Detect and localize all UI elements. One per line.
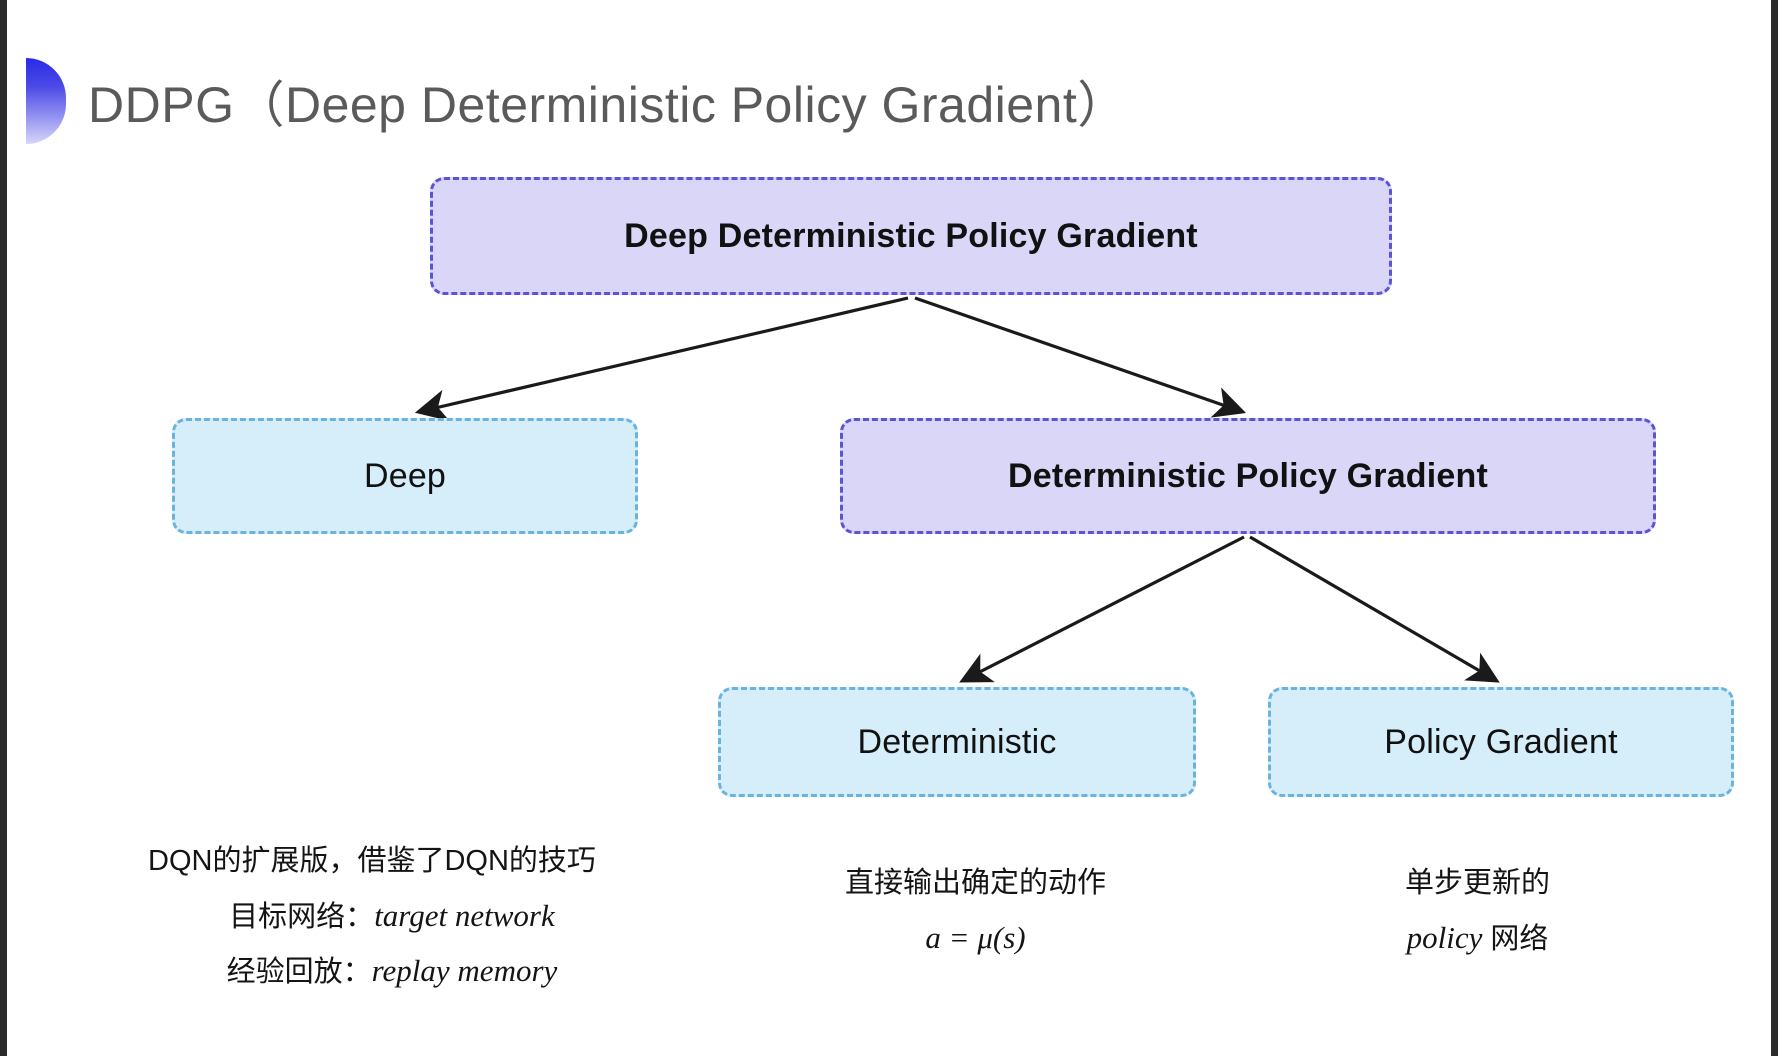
edge-root-to-dpg xyxy=(914,296,1247,418)
page-title: DDPG（Deep Deterministic Policy Gradient） xyxy=(88,77,1128,133)
node-deep-deterministic-policy-gradient[interactable]: Deep Deterministic Policy Gradient xyxy=(430,177,1392,295)
annotation-deep-line-3-term: replay memory xyxy=(371,953,558,989)
edge-dpg-to-policy-gradient xyxy=(1249,535,1500,683)
annotation-policy-gradient-line-2: policy 网络 xyxy=(1405,910,1550,966)
annotation-deep-line-2-label: 目标网络： xyxy=(229,900,375,933)
edge-dpg-to-deterministic xyxy=(959,535,1245,683)
annotation-policy-gradient-line-1: 单步更新的 xyxy=(1405,867,1551,899)
edge-root-to-deep xyxy=(414,296,909,422)
node-policy-gradient[interactable]: Policy Gradient xyxy=(1268,687,1734,797)
half-circle-gradient-icon xyxy=(26,58,66,144)
annotation-deep-line-1: DQN的扩展版，借鉴了DQN的技巧 xyxy=(148,845,596,877)
annotation-policy-gradient-term: policy xyxy=(1406,919,1483,955)
node-deep[interactable]: Deep xyxy=(172,418,638,534)
annotation-deep-line-3-label: 经验回放： xyxy=(226,956,372,989)
slide-frame-right-edge xyxy=(1771,0,1778,1056)
annotation-deterministic: 直接输出确定的动作 a = μ(s) xyxy=(845,858,1106,965)
slide-frame-left-edge xyxy=(0,0,7,1056)
annotation-deep-line-2: 目标网络：target network xyxy=(148,888,596,944)
slide-title-row: DDPG（Deep Deterministic Policy Gradient） xyxy=(0,58,1128,144)
annotation-deep-line-2-term: target network xyxy=(374,897,555,933)
annotation-deep-line-3: 经验回放：replay memory xyxy=(148,943,596,999)
annotation-policy-gradient-suffix: 网络 xyxy=(1482,922,1549,955)
annotation-deterministic-line-1: 直接输出确定的动作 xyxy=(845,867,1107,899)
annotation-policy-gradient: 单步更新的 policy 网络 xyxy=(1405,858,1550,965)
annotation-deterministic-formula: a = μ(s) xyxy=(925,919,1026,955)
annotation-deep: DQN的扩展版，借鉴了DQN的技巧 目标网络：target network 经验… xyxy=(148,836,596,999)
node-deterministic-policy-gradient[interactable]: Deterministic Policy Gradient xyxy=(840,418,1656,534)
node-deterministic[interactable]: Deterministic xyxy=(718,687,1196,797)
